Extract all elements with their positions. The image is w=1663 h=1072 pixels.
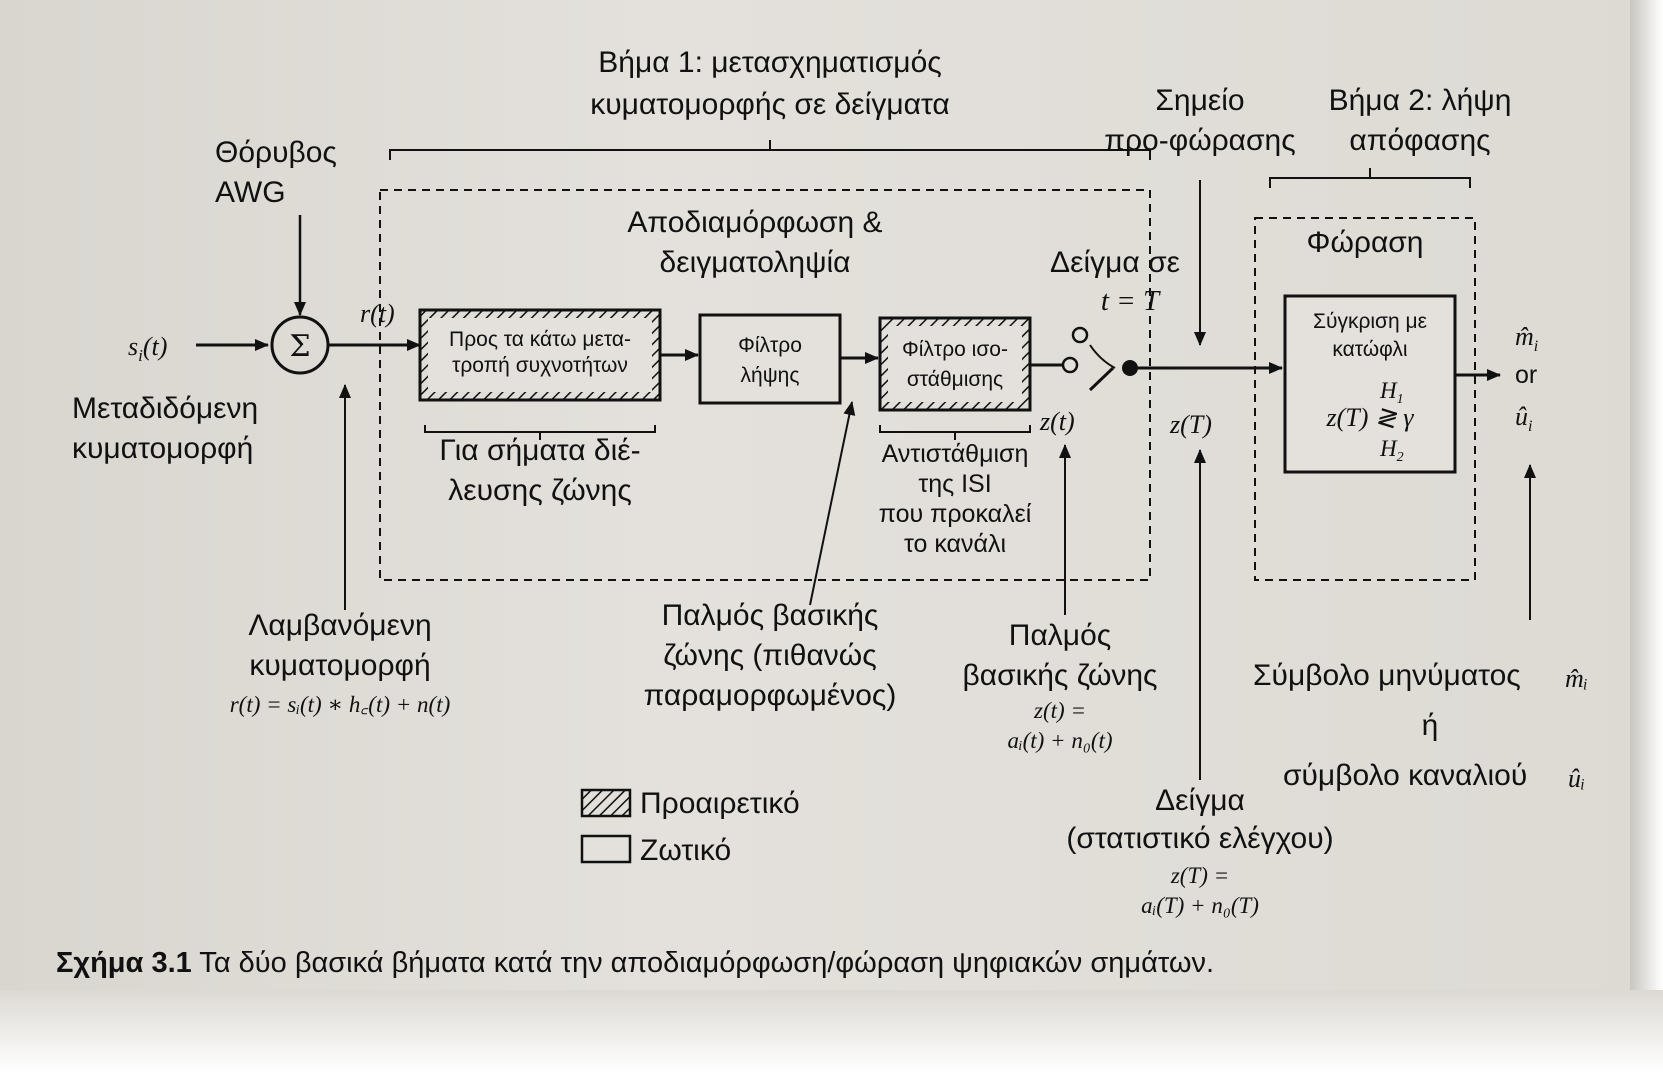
bandpass-note-line1: Για σήματα διέ- [439,434,640,467]
receive-filter-block [698,313,842,405]
summer-symbol: Σ [289,329,310,364]
equalizer-block [888,326,1022,402]
step1-brace [389,140,1151,160]
pulse-distorted-line1: Παλμός βασικής [662,599,879,632]
figure-caption: Σχήμα 3.1 Τα δύο βασικά βήματα κατά την … [56,947,1214,979]
receive-filter-line2: λήψης [741,364,800,387]
input-label-line1: Μεταδιδόμενη [72,392,258,425]
legend-optional-swatch [580,788,632,818]
baseband-pulse-line4: aᵢ(t) + n₀(t) [1007,728,1112,753]
isi-note-line4: το κανάλι [904,530,1006,558]
isi-note-line2: της ISI [918,470,991,498]
isi-brace [879,425,1031,440]
switch-arm [1088,366,1115,392]
predetection-line2: προ-φώρασης [1104,124,1295,157]
sample-stat-line4: aᵢ(T) + n₀(T) [1141,893,1259,918]
sample-at-line2: t = T [1101,285,1161,317]
switch-contact-upper [1071,326,1089,344]
threshold-h2: H2 [1379,436,1404,465]
zt-label: z(t) [1039,407,1075,436]
message-symbol-sym2: ûᵢ [1568,764,1585,793]
switch-contact-lower [1061,356,1079,374]
output-or: or [1515,361,1537,389]
step2-brace [1269,168,1471,188]
isi-note-line1: Αντιστάθμιση [882,440,1029,468]
pulse-distorted-line3: παραμορφωμένος) [644,679,897,712]
output-u-hat: ûi [1515,402,1532,435]
bandpass-note-line2: λευσης ζώνης [448,474,632,507]
predetection-line1: Σημείο [1155,84,1244,117]
detection-title: Φώραση [1307,226,1424,259]
sample-stat-line2: (στατιστικό ελέγχου) [1066,822,1333,855]
legend-essential-label: Ζωτικό [640,834,731,867]
step2-line1: Βήμα 2: λήψη [1329,84,1512,117]
pulse-distorted-arrow [809,401,856,606]
threshold-compare: z(T) ≷ γ [1326,403,1415,432]
sample-stat-line3: z(T) = [1170,863,1229,888]
threshold-h1: H1 [1379,378,1404,407]
sample-stat-line1: Δείγμα [1155,784,1245,817]
threshold-block [1283,294,1457,474]
freq-down-block [428,318,652,392]
received-formula: r(t) = sᵢ(t) ∗ h꜀(t) + n(t) [230,692,451,717]
message-symbol-sym1: m̂ᵢ [1565,664,1588,693]
isi-note-line3: που προκαλεί [879,500,1032,528]
threshold-line2: κατώφλι [1332,338,1407,361]
legend-essential-swatch [580,834,632,864]
noise-line1: Θόρυβος [215,136,337,169]
baseband-pulse-line1: Παλμός [1009,619,1111,652]
baseband-pulse-line2: βασικής ζώνης [962,659,1157,692]
step1-title-line1: Βήμα 1: μετασχηματισμός [598,46,941,79]
input-label-line2: κυματομορφή [72,432,253,465]
noise-line2: AWG [215,176,286,209]
demod-line1: Αποδιαμόρφωση & [627,206,882,239]
baseband-pulse-line3: z(t) = [1033,698,1086,723]
detection-dashed-region [1254,217,1476,581]
bandpass-brace [424,425,656,440]
equalizer-line1: Φίλτρο ισο- [902,338,1008,361]
freq-down-line1: Προς τα κάτω μετα- [449,328,631,351]
demod-dashed-region [379,189,1151,581]
message-symbol-line3: σύμβολο καναλιού [1283,759,1527,792]
page-bottom-margin [0,990,1663,1072]
freq-down-line2: τροπή συχνοτήτων [452,354,628,377]
received-line2: κυματομορφή [249,649,430,682]
switch-rotation-arrow [1089,344,1116,369]
output-m-hat: m̂i [1515,322,1538,355]
pulse-distorted-line2: ζώνης (πιθανώς [663,639,876,672]
page-edge [1630,0,1663,1072]
receive-filter-line1: Φίλτρο [738,334,802,357]
step2-line2: απόφασης [1349,124,1490,157]
message-symbol-line2: ή [1422,709,1439,742]
switch-pivot [1122,360,1138,376]
equalizer-line2: στάθμισης [907,368,1003,391]
sample-at-line1: Δείγμα σε [1050,246,1180,279]
zT-label: z(T) [1169,410,1212,439]
legend-optional-label: Προαιρετικό [640,787,800,820]
received-line1: Λαμβανόμενη [248,609,431,642]
threshold-line1: Σύγκριση με [1313,310,1427,333]
step1-title-line2: κυματομορφής σε δείγματα [590,88,949,121]
input-signal: si(t) [128,332,167,365]
demod-line2: δειγματοληψία [660,246,851,279]
rt-label: r(t) [360,299,395,328]
message-symbol-line1: Σύμβολο μηνύματος [1253,659,1521,692]
